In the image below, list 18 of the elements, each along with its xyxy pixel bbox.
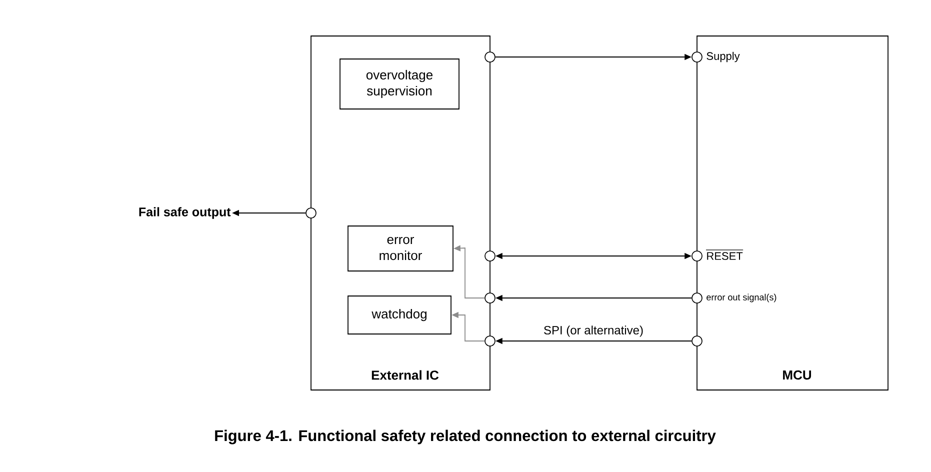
output-label: Fail safe output [139,207,231,219]
pin-label: Supply [706,52,740,62]
function-box: overvoltage supervision [340,58,460,110]
figure-caption: Figure 4-1. Functional safety related connection to external circuitry [215,430,716,444]
pin-circle [484,336,496,346]
pin-label: RESET [706,250,744,260]
pin-circle [692,52,702,62]
function-box: error monitor [348,226,454,272]
pin-label: error out signal(s) [706,294,776,302]
edge-label: SPI (or alternative) [542,324,645,338]
pin-circle [484,250,496,262]
pin-circle [692,250,702,262]
pin-circle [484,52,496,62]
pin-circle [484,292,496,304]
pin-circle [692,336,702,346]
pin-circle [692,292,702,304]
pin-circle [306,208,316,218]
function-box: watchdog [348,296,452,334]
